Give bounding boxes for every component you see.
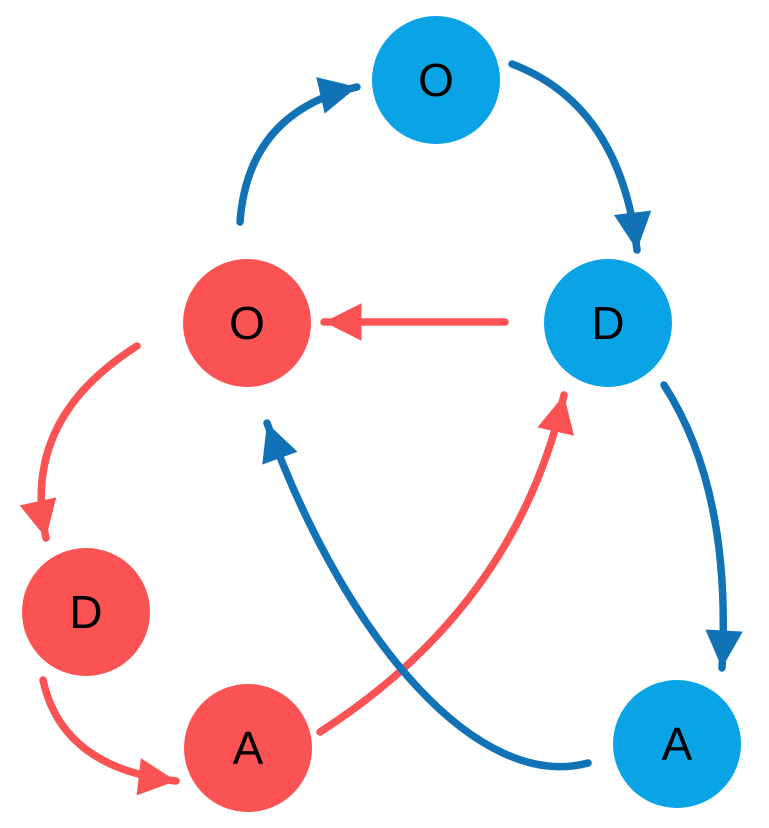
edge-D-blue-to-A-blue	[660, 381, 743, 672]
node-D-blue	[544, 259, 672, 387]
edge-A-red-to-D-blue	[316, 391, 574, 736]
edge-A-blue-to-O-red	[262, 419, 592, 771]
node-label-D-blue: D	[591, 297, 624, 349]
node-label-O-blue: O	[418, 54, 454, 106]
edge-O-blue-to-D-blue	[508, 60, 652, 254]
node-D-red	[22, 548, 150, 676]
node-label-A-blue: A	[662, 718, 693, 770]
node-label-D-red: D	[69, 586, 102, 638]
node-label-A-red: A	[233, 722, 264, 774]
node-O-blue	[372, 16, 500, 144]
node-label-O-red: O	[229, 297, 265, 349]
edge-D-red-to-A-red	[39, 676, 180, 796]
edge-O-red-to-O-blue	[236, 77, 361, 226]
node-A-blue	[613, 680, 741, 808]
edge-O-red-to-D-red	[19, 342, 141, 542]
edges-layer	[19, 60, 743, 796]
nodes-layer: O D A O D A	[22, 16, 741, 812]
node-A-red	[184, 684, 312, 812]
node-O-red	[183, 259, 311, 387]
